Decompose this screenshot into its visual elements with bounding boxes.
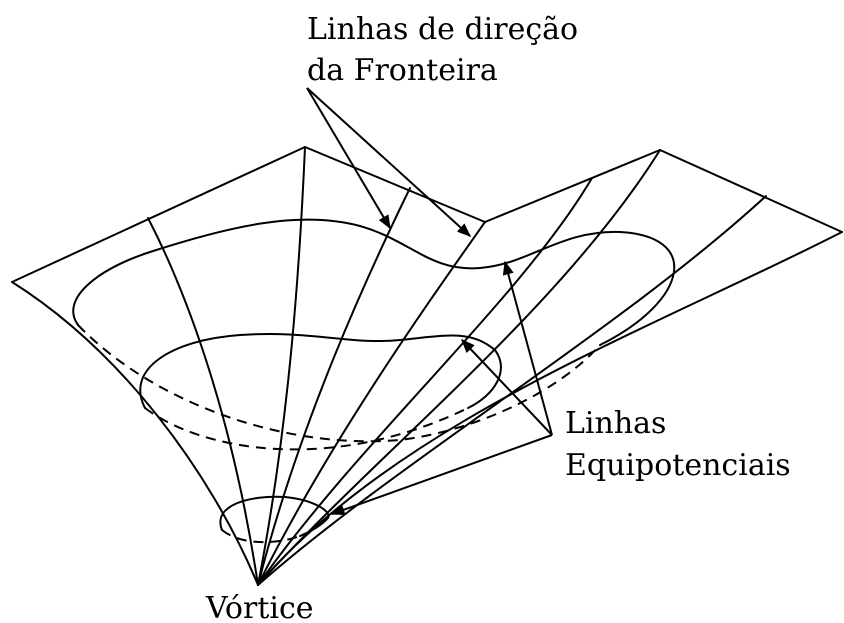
equipotential-label-line1: Linhas bbox=[565, 406, 666, 441]
boundary-label-line1: Linhas de direção bbox=[307, 12, 578, 47]
radial-line bbox=[257, 149, 661, 586]
equipotential-leader-arrow bbox=[502, 260, 553, 436]
equipotential-inner bbox=[219, 495, 330, 537]
radial-line bbox=[257, 146, 306, 586]
equipotential-middle bbox=[139, 332, 502, 409]
boundary-leader-arrow bbox=[306, 87, 472, 237]
boundary-leader-arrow bbox=[306, 87, 391, 230]
surface-right-edge bbox=[257, 231, 843, 586]
equipotential-lines bbox=[72, 218, 676, 544]
equipotential-outer-hidden bbox=[77, 324, 601, 443]
surface-outline bbox=[11, 146, 843, 586]
boundary-label-line2: da Fronteira bbox=[307, 53, 498, 88]
surface-left-edge bbox=[11, 281, 259, 586]
equipotential-leader-arrow bbox=[330, 434, 553, 516]
equipotential-middle-hidden bbox=[144, 407, 469, 451]
equipotential-label-leaders bbox=[330, 260, 553, 516]
radial-line bbox=[257, 221, 486, 586]
radial-line bbox=[257, 177, 593, 586]
equipotential-leader-arrow bbox=[461, 338, 553, 436]
boundary-direction-lines bbox=[147, 146, 767, 586]
vortex-label: Vórtice bbox=[205, 591, 314, 623]
radial-line bbox=[257, 187, 411, 586]
equipotential-label-line2: Equipotenciais bbox=[565, 448, 791, 483]
equipotential-inner-hidden bbox=[221, 529, 301, 544]
radial-line bbox=[257, 195, 767, 586]
boundary-label-leaders bbox=[306, 87, 472, 237]
radial-line bbox=[147, 217, 259, 586]
equipotential-outer bbox=[72, 218, 676, 346]
surface-top-left-edge bbox=[11, 146, 843, 283]
